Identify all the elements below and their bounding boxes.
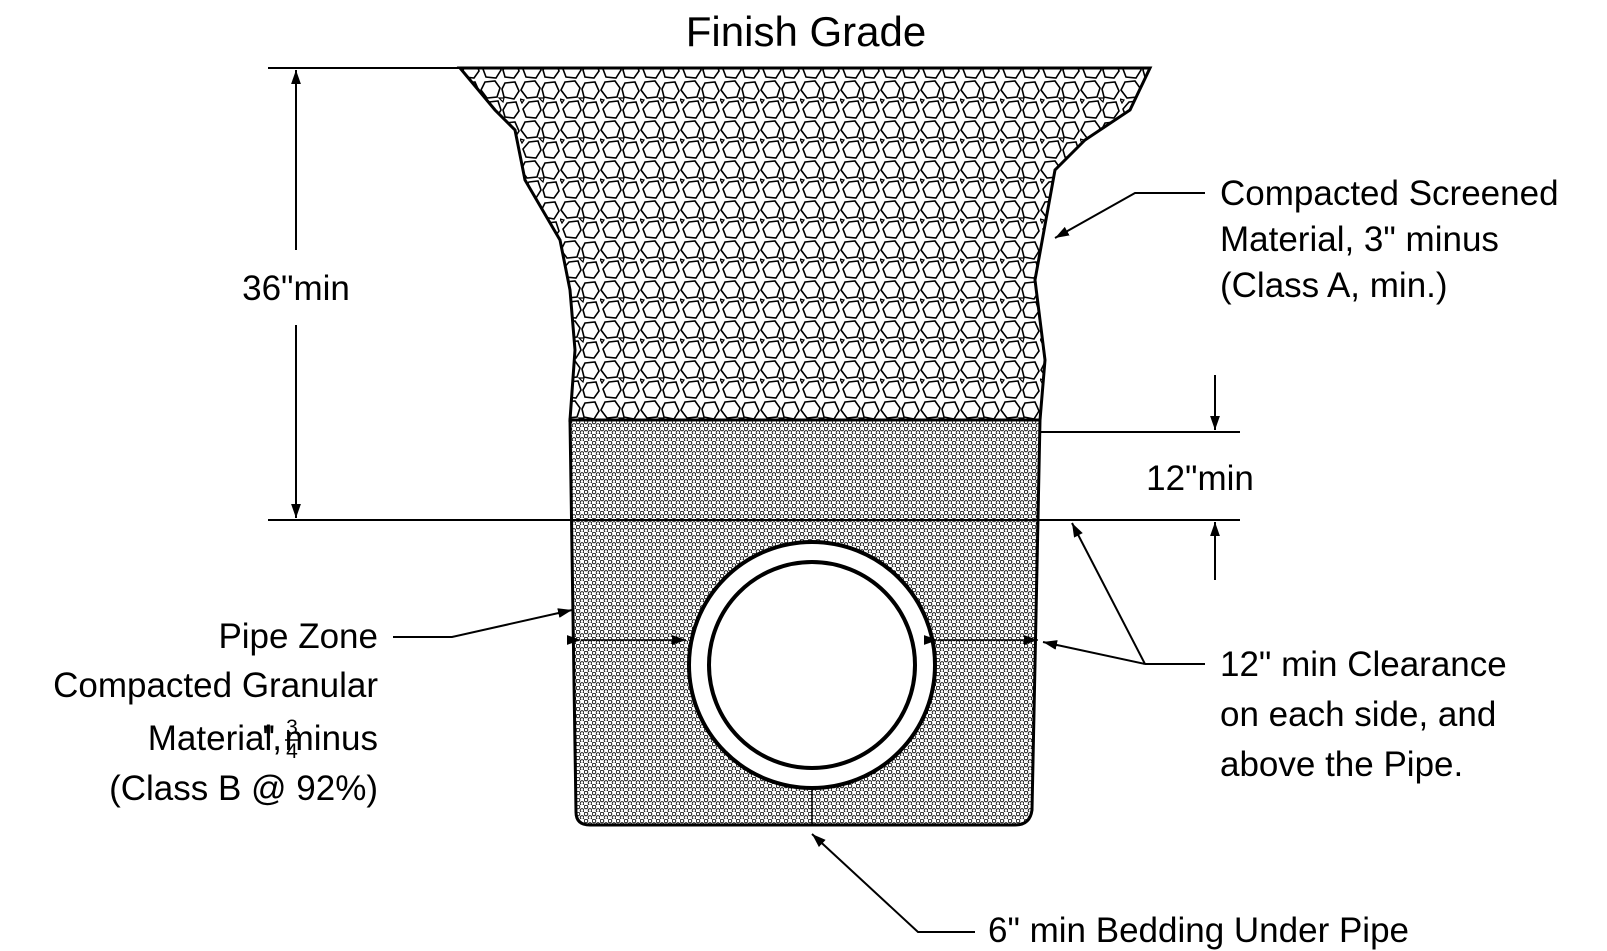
bedding-label: 6" min Bedding Under Pipe	[988, 911, 1409, 950]
pipe-zone-label-line-1: Pipe Zone	[218, 617, 378, 656]
screened-label-line-1: Compacted Screened	[1220, 174, 1559, 213]
screened-label-line-3: (Class A, min.)	[1220, 266, 1448, 305]
pipe-inner-wall	[707, 560, 917, 770]
pipe-zone-label-line-2: Compacted Granular	[53, 666, 378, 705]
pipe-zone-label-line-3-suffix: " minus	[262, 719, 378, 758]
finish-grade-title: Finish Grade	[686, 8, 926, 55]
clearance-label-line-2: on each side, and	[1220, 695, 1496, 734]
clearance-leader-line-to-side	[1042, 640, 1146, 665]
clearance-leader-line-to-top	[1071, 522, 1146, 665]
pipe-zone-leader-line	[393, 608, 573, 638]
bedding-leader-line	[811, 833, 975, 933]
screened-material-zone	[456, 66, 1153, 422]
pipe-zone-label-line-3-prefix: Material,	[148, 719, 282, 758]
pipe-zone-label-line-4: (Class B @ 92%)	[109, 769, 378, 808]
pipe-zone-fraction-numerator: 3	[286, 716, 298, 739]
clearance-label-line-3: above the Pipe.	[1220, 745, 1463, 784]
pipe-zone-fraction-denominator: 4	[286, 740, 298, 763]
screened-leader-line	[1054, 192, 1205, 239]
depth-dimension-label: 36"min	[242, 269, 350, 308]
screened-label-line-2: Material, 3" minus	[1220, 220, 1499, 259]
clearance-label-line-1: 12" min Clearance	[1220, 645, 1507, 684]
cover-dimension-label: 12"min	[1146, 459, 1254, 498]
